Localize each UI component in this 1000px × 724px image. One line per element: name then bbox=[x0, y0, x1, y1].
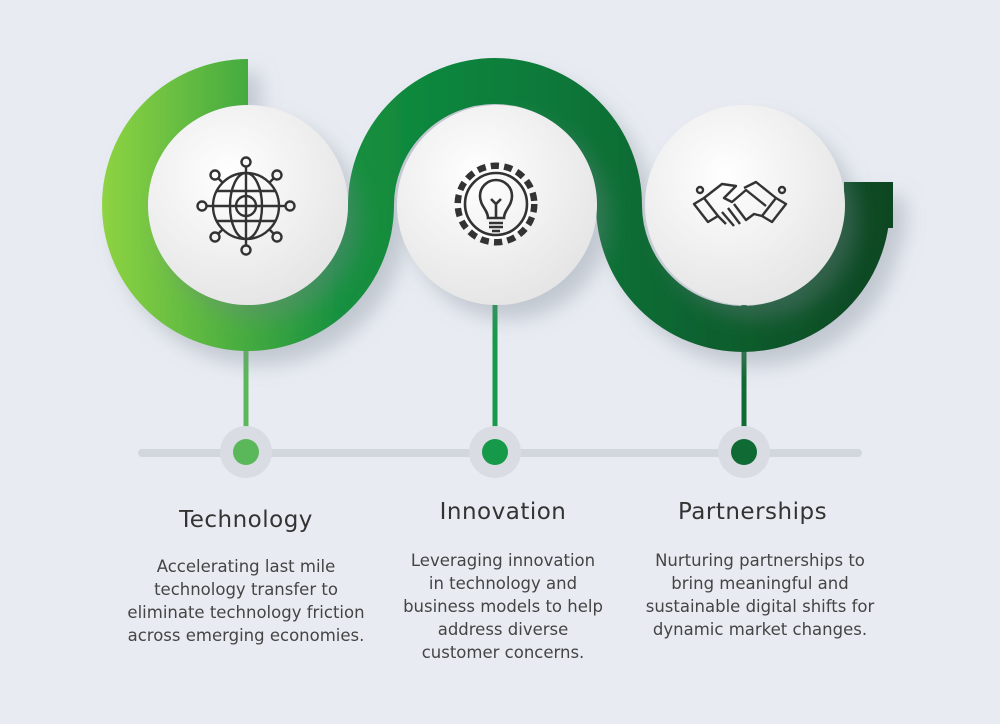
step-title: Partnerships bbox=[677, 499, 828, 525]
step-description: Accelerating last mile technology transf… bbox=[127, 557, 365, 645]
timeline-dot-2 bbox=[469, 426, 521, 478]
step-partnerships: Partnerships Nurturing partnerships to b… bbox=[630, 499, 890, 641]
handshake-icon bbox=[692, 180, 788, 227]
step-title: Technology bbox=[179, 507, 313, 533]
timeline-dot-1 bbox=[220, 426, 272, 478]
step-technology: Technology Accelerating last mile techno… bbox=[116, 507, 376, 647]
step-innovation: Innovation Leveraging innovation in tech… bbox=[373, 499, 633, 664]
icon-disc-3 bbox=[645, 105, 845, 305]
timeline-dot-3 bbox=[718, 426, 770, 478]
globe-network-icon bbox=[196, 156, 296, 256]
step-description: Nurturing partnerships to bring meaningf… bbox=[645, 551, 875, 639]
step-title: Innovation bbox=[439, 499, 567, 525]
step-description: Leveraging innovation in technology and … bbox=[403, 551, 603, 662]
lightbulb-gear-icon bbox=[454, 162, 538, 246]
wave-band bbox=[102, 58, 893, 352]
